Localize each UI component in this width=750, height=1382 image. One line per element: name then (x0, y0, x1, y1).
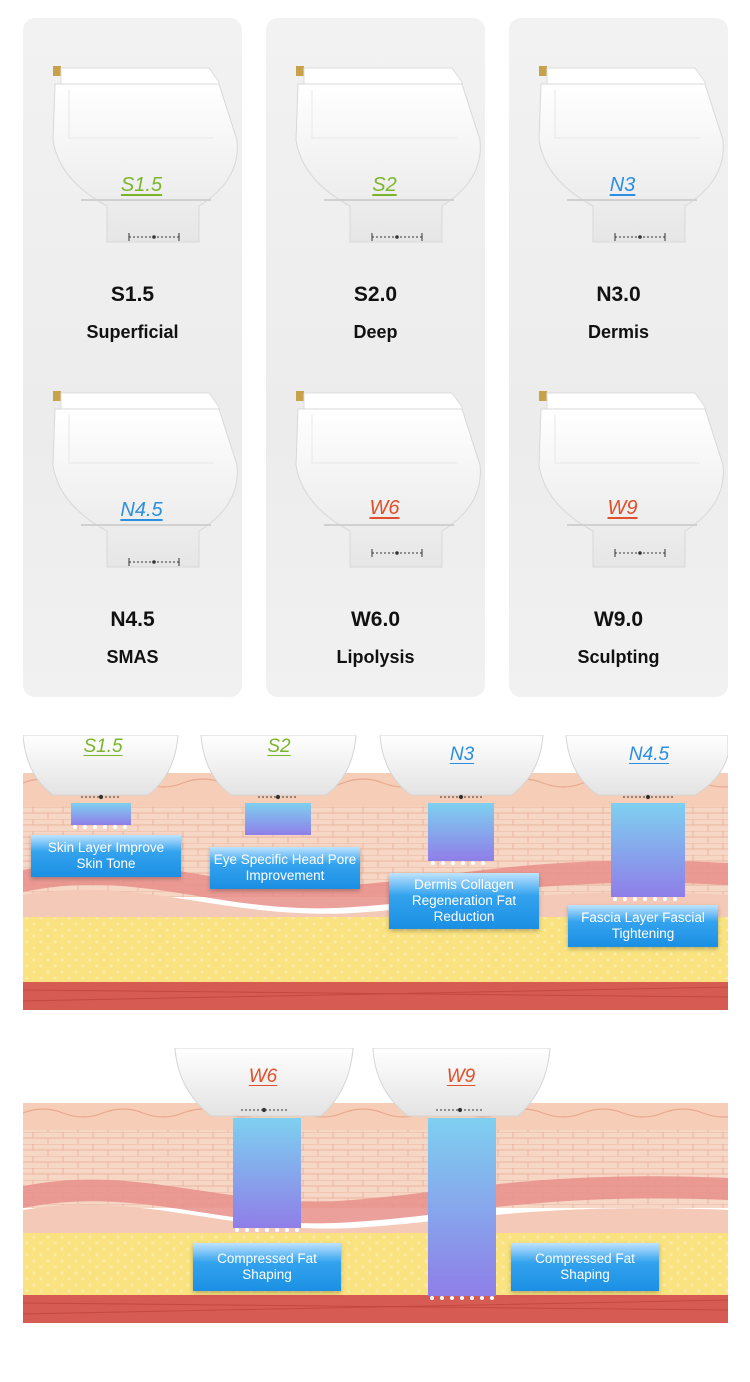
cartridge-label: N3.0 (497, 283, 740, 307)
cartridge-layer: Dermis (587, 322, 650, 342)
cartridge-label: N4.5 (11, 608, 254, 632)
caption-compressed-fat-1: Compressed Fat Shaping (193, 1243, 341, 1291)
head-code-n3: N3 (449, 744, 475, 765)
cartridge-code: W6 (369, 497, 400, 519)
caption-skin-layer: Skin Layer Improve Skin Tone (31, 835, 181, 877)
cartridge-head-icon (295, 66, 481, 243)
cartridge-code: S2 (372, 174, 397, 196)
cartridge-label: W9.0 (497, 608, 740, 632)
cartridge-label: S2.0 (254, 283, 497, 307)
cartridge-label: W6.0 (254, 608, 497, 632)
head-code-s1-5: S1.5 (83, 736, 123, 757)
cartridge-code: N3 (609, 174, 636, 196)
cartridge-code: N4.5 (120, 499, 163, 521)
caption-eye-specific: Eye Specific Head Pore Improvement (210, 847, 360, 889)
caption-compressed-fat-2: Compressed Fat Shaping (511, 1243, 659, 1291)
head-code-w6: W6 (248, 1066, 278, 1087)
caption-fascia-layer: Fascia Layer Fascial Tightening (568, 905, 718, 947)
cartridge-head-icon (538, 66, 724, 243)
cartridge-head-icon (52, 66, 238, 243)
cartridge-head-icon (538, 391, 724, 568)
cartridge-head-icon (52, 391, 238, 568)
cartridge-layer: SMAS (106, 647, 159, 667)
skin-layer-diagram-2: W6 W9 Compressed Fat Shaping Compressed … (23, 1048, 728, 1323)
cartridge-code: W9 (607, 497, 638, 519)
cartridge-layer: Deep (353, 322, 398, 342)
head-code-s2: S2 (267, 736, 291, 757)
cartridge-label: S1.5 (11, 283, 254, 307)
cartridge-layer: Lipolysis (336, 647, 415, 667)
cartridge-layer: Sculpting (577, 647, 660, 667)
skin-layer-diagram-1: S1.5 S2 N3 N4.5 Skin Layer Improve Skin … (23, 735, 728, 1010)
cartridge-code: S1.5 (120, 174, 163, 196)
head-code-n4-5: N4.5 (628, 744, 670, 765)
caption-dermis-collagen: Dermis Collagen Regeneration Fat Reducti… (389, 873, 539, 929)
cartridge-head-icon (295, 391, 481, 568)
cartridge-layer: Superficial (86, 322, 179, 342)
head-code-w9: W9 (446, 1066, 476, 1087)
